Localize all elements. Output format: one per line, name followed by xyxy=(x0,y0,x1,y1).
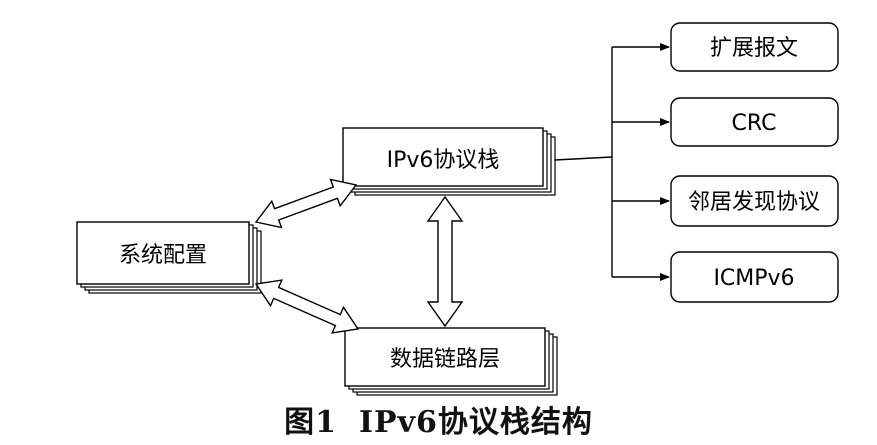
icmpv6-label: ICMPv6 xyxy=(713,266,794,291)
ipv6-stack-node: IPv6协议栈 xyxy=(342,127,556,196)
crc-node: CRC xyxy=(670,97,839,147)
figure-number: 图1 xyxy=(284,405,337,440)
data-link-node: 数据链路层 xyxy=(344,327,558,396)
figure-title: IPv6协议栈结构 xyxy=(358,405,593,440)
crc-label: CRC xyxy=(732,111,777,136)
stack-to-protocols-connector xyxy=(554,43,670,281)
figure-caption: 图1 IPv6协议栈结构 xyxy=(0,400,877,445)
neighbor-discovery-label: 邻居发现协议 xyxy=(688,190,820,215)
system-config-node: 系统配置 xyxy=(76,221,262,294)
ext-header-node: 扩展报文 xyxy=(670,22,839,72)
ext-header-label: 扩展报文 xyxy=(710,36,798,61)
config-stack-double-arrow xyxy=(254,178,358,229)
config-link-double-arrow xyxy=(254,279,360,334)
neighbor-discovery-node: 邻居发现协议 xyxy=(670,175,839,227)
ipv6-stack-label: IPv6协议栈 xyxy=(387,148,500,173)
data-link-label: 数据链路层 xyxy=(390,347,500,372)
icmpv6-node: ICMPv6 xyxy=(670,251,839,303)
system-config-label: 系统配置 xyxy=(119,243,207,268)
stack-link-double-arrow xyxy=(426,195,464,328)
